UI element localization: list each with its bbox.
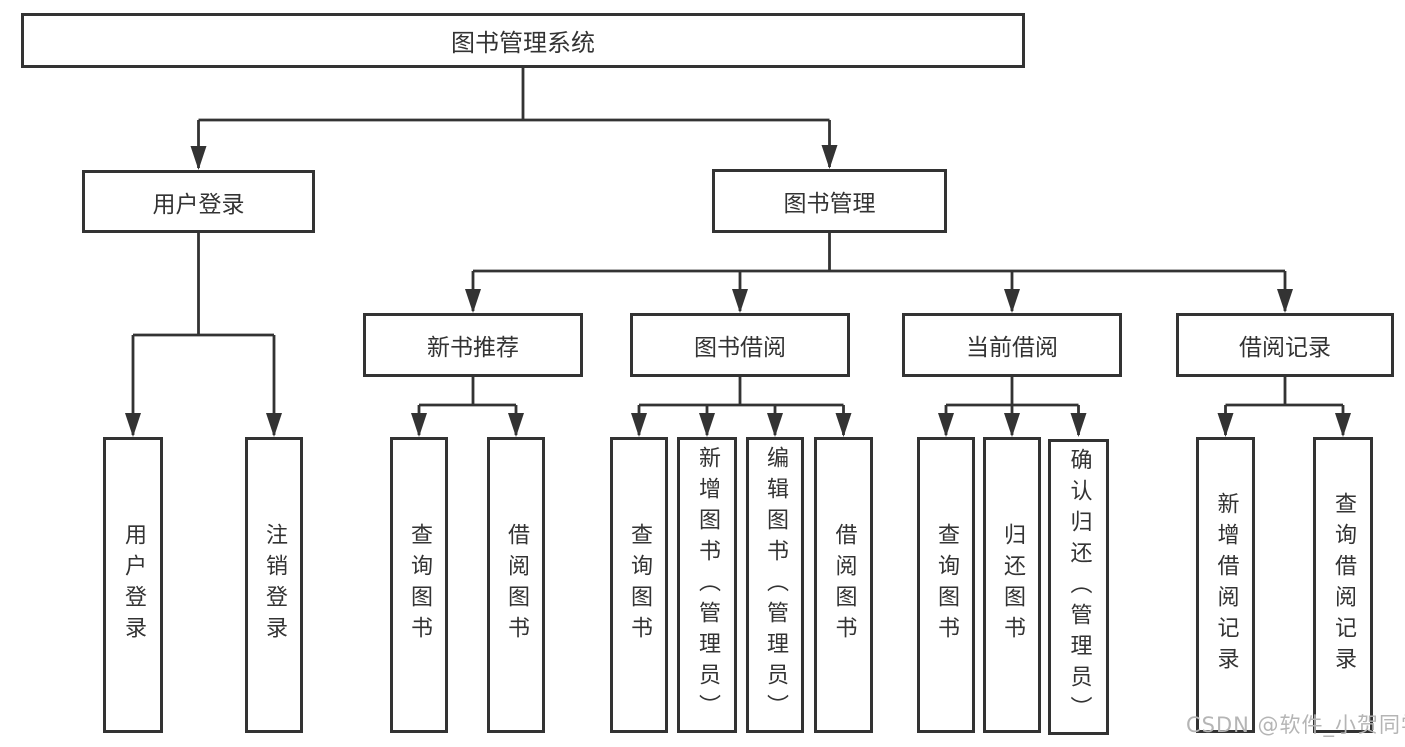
leaf-query-borrow-record: 查询借阅记录 [1313,437,1373,733]
connector-user-login [131,233,276,435]
leaf-borrow-books-borrowing: 借阅图书 [814,437,873,733]
connector-book-mgmt [471,233,1287,311]
arrowhead [190,146,207,170]
arrowhead [1217,413,1234,437]
arrowhead [767,413,783,437]
arrowhead [1335,413,1351,437]
arrowhead [938,413,954,437]
leaf-add-book-admin: 新增图书（管理员） [677,437,737,733]
watermark: CSDN @软件_小贺同学 [1186,713,1405,737]
leaf-borrow-books-newbooks: 借阅图书 [487,437,545,733]
node-user-login: 用户登录 [82,170,315,233]
node-current-borrow: 当前借阅 [902,313,1122,377]
node-book-borrow: 图书借阅 [630,313,850,377]
arrowhead [1004,289,1020,313]
node-root: 图书管理系统 [21,13,1025,68]
arrowhead [699,413,715,437]
arrowhead [465,289,481,313]
connector-records [1224,377,1345,435]
leaf-query-books-newbooks: 查询图书 [390,437,448,733]
leaf-add-borrow-record: 新增借阅记录 [1196,437,1255,733]
node-book-mgmt: 图书管理 [712,169,947,233]
arrowhead [631,413,647,437]
leaf-user-login: 用户登录 [103,437,163,733]
arrowhead [732,289,748,313]
node-borrow-records: 借阅记录 [1176,313,1394,377]
arrowhead [821,145,838,169]
arrowhead [266,413,282,437]
arrowhead [1004,413,1020,437]
connector-new-books [417,377,518,435]
leaf-confirm-return-admin: 确认归还（管理员） [1048,439,1109,735]
arrowhead [125,413,141,437]
connector-root [197,68,831,168]
arrowhead [835,413,852,437]
arrowhead [508,413,524,437]
leaf-query-books-borrowing: 查询图书 [610,437,668,733]
node-new-books: 新书推荐 [363,313,583,377]
arrowhead [411,413,427,437]
arrowhead [1070,413,1087,437]
leaf-edit-book-admin: 编辑图书（管理员） [746,437,804,733]
arrowhead [1277,289,1293,313]
leaf-query-books-current: 查询图书 [917,437,975,733]
leaf-return-books: 归还图书 [983,437,1041,733]
leaf-logout: 注销登录 [245,437,303,733]
connector-borrowing [637,377,845,435]
